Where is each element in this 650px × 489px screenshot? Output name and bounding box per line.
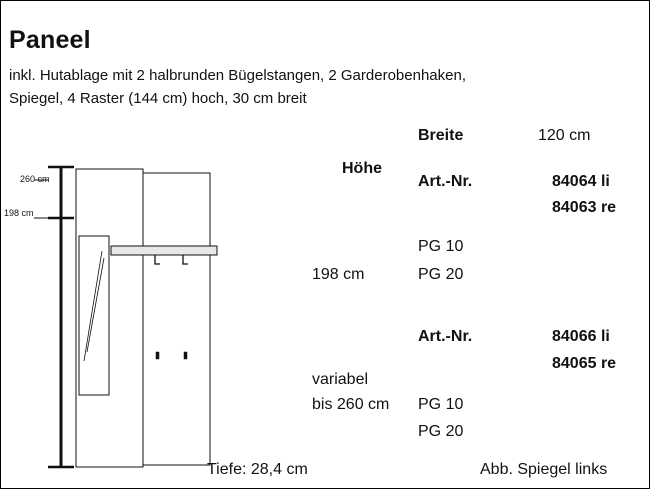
art-nr-right-2: 84065 re [552, 355, 617, 372]
depth-label: Tiefe: 28,4 cm [207, 461, 308, 478]
height-value-2b: bis 260 cm [312, 396, 390, 413]
height-value-2a: variabel [312, 371, 369, 388]
art-nr-left-2: 84066 li [552, 328, 610, 345]
art-nr-label-2: Art.-Nr. [418, 328, 473, 345]
mirror-glint-2 [86, 257, 105, 353]
price-group-1b: PG 20 [418, 266, 464, 283]
art-nr-left-1: 84064 li [552, 173, 610, 190]
description-line-2: Spiegel, 4 Raster (144 cm) hoch, 30 cm b… [9, 90, 307, 107]
mirror-note: Abb. Spiegel links [480, 461, 608, 478]
mirror [78, 235, 110, 396]
height-label: Höhe [342, 160, 382, 177]
hat-shelf [110, 245, 218, 256]
coat-hook-1 [155, 351, 160, 360]
price-group-2b: PG 20 [418, 423, 464, 440]
hanger-rod-2 [182, 255, 188, 265]
hanger-rod-1 [154, 255, 160, 265]
dimension-label-mid: 198 cm [4, 208, 34, 218]
art-nr-right-1: 84063 re [552, 199, 617, 216]
width-value: 120 cm [538, 127, 591, 144]
mirror-glint-1 [83, 250, 103, 362]
product-title: Paneel [9, 26, 91, 54]
panel-right [142, 172, 211, 466]
art-nr-label-1: Art.-Nr. [418, 173, 473, 190]
dimension-label-top: 260 cm [20, 174, 50, 184]
width-label: Breite [418, 127, 464, 144]
coat-hook-2 [183, 351, 188, 360]
price-group-1a: PG 10 [418, 238, 464, 255]
height-value-1: 198 cm [312, 266, 365, 283]
product-description: inkl. Hutablage mit 2 halbrunden Bügelst… [9, 64, 609, 110]
description-line-1: inkl. Hutablage mit 2 halbrunden Bügelst… [9, 67, 466, 84]
price-group-2a: PG 10 [418, 396, 464, 413]
